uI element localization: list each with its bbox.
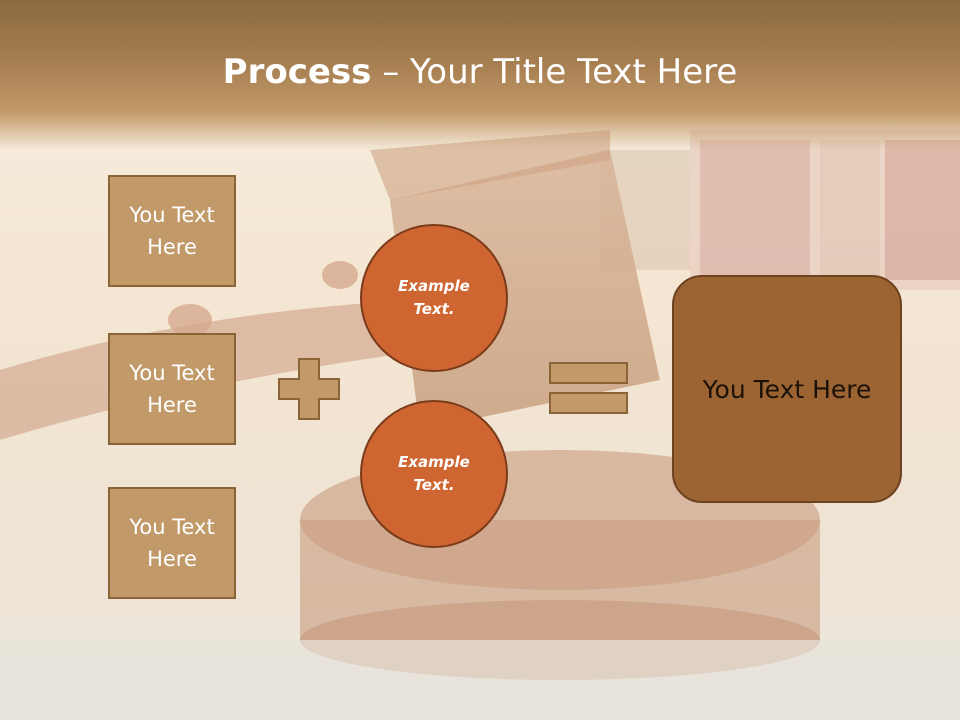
text-box-label: You Text Here — [129, 361, 215, 417]
plus-icon — [278, 358, 340, 420]
title-rest: Your Title Text Here — [410, 52, 738, 92]
title-bold: Process — [222, 52, 372, 92]
example-circle-1[interactable]: Example Text. — [360, 224, 508, 372]
equals-icon — [549, 362, 628, 414]
text-box-2[interactable]: You Text Here — [108, 333, 236, 445]
title-band — [0, 0, 960, 150]
text-box-1[interactable]: You Text Here — [108, 175, 236, 287]
result-box[interactable]: You Text Here — [672, 275, 902, 503]
title-dash: – — [371, 52, 411, 92]
text-box-label: You Text Here — [129, 515, 215, 571]
page-title: Process – Your Title Text Here — [0, 52, 960, 92]
text-box-label: You Text Here — [129, 203, 215, 259]
result-label: You Text Here — [702, 374, 872, 404]
example-circle-2[interactable]: Example Text. — [360, 400, 508, 548]
text-box-3[interactable]: You Text Here — [108, 487, 236, 599]
circle-label: Example Text. — [398, 453, 470, 494]
circle-label: Example Text. — [398, 277, 470, 318]
